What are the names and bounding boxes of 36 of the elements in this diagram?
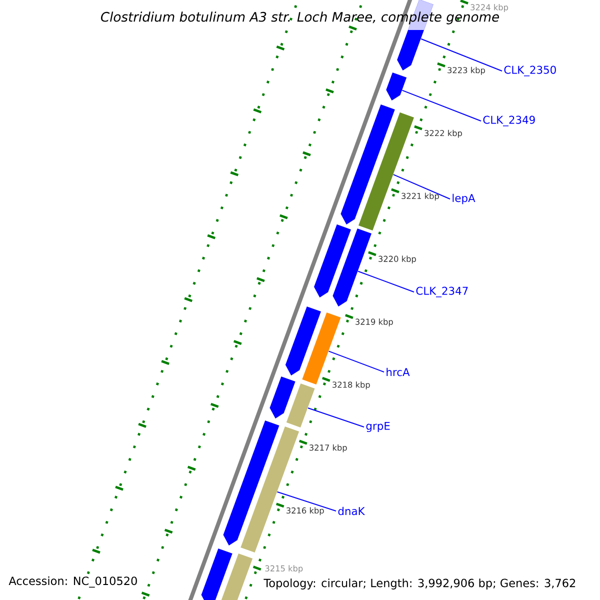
gene-label: lepA — [452, 194, 476, 204]
gene-feature — [220, 553, 253, 600]
position-label: 3217 kbp — [310, 444, 347, 452]
gene-feature — [223, 420, 280, 546]
position-label: 3223 kbp — [448, 66, 485, 75]
gene-feature — [270, 376, 296, 419]
gene-feature — [314, 224, 351, 298]
gene-feature — [201, 548, 232, 600]
leader-line — [420, 38, 502, 72]
position-label: 3216 kbp — [286, 507, 324, 516]
info-text: Topology: circular; Length: 3,992,906 bp; Genes: 3,762 — [262, 577, 578, 591]
leader-line — [276, 491, 336, 512]
gene-label: hrcA — [386, 368, 410, 376]
gene-feature — [332, 228, 372, 307]
position-label: 3218 kbp — [332, 381, 370, 390]
gene-label: dnaK — [338, 506, 366, 516]
gene-label: CLK_2347 — [416, 286, 468, 298]
leader-line — [307, 407, 364, 428]
gene-feature — [285, 306, 321, 376]
position-label: 3215 kbp — [265, 565, 303, 574]
position-label: 3221 kbp — [402, 192, 439, 201]
info-text: Accession: NC_010520 — [7, 575, 140, 589]
leader-line — [402, 90, 482, 122]
position-label: 3222 kbp — [424, 130, 462, 138]
position-label: 3219 kbp — [356, 318, 393, 326]
gene-feature — [340, 104, 395, 225]
leader-line — [392, 174, 450, 200]
leader-line — [358, 270, 414, 292]
gene-feature — [386, 72, 407, 101]
title: Clostridium botulinum A3 str. Loch Maree, complete genome — [101, 12, 499, 24]
gene-feature — [286, 383, 315, 428]
gene-label: CLK_2350 — [504, 66, 556, 76]
leader-line — [328, 350, 384, 372]
gene-label: CLK_2349 — [483, 116, 535, 126]
gene-label: grpE — [366, 422, 390, 432]
position-label: 3224 kbp — [470, 4, 508, 12]
